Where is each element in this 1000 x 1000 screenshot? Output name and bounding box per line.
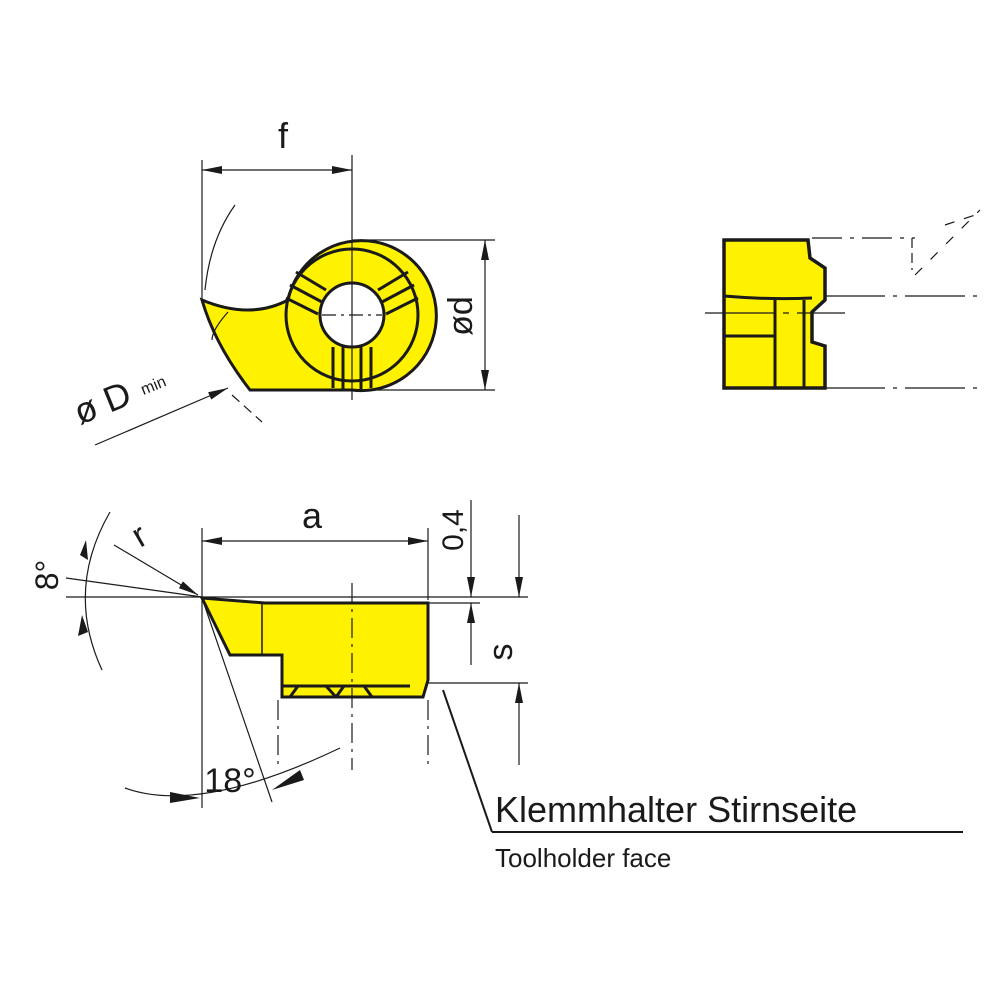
dim-s-label: s: [482, 644, 520, 661]
centerlines: [322, 155, 382, 400]
dim-f-label: f: [278, 115, 289, 156]
dim-D-sub-label: min: [139, 373, 169, 398]
angle-18-label: 18°: [204, 762, 255, 800]
dim-a-label: a: [302, 495, 323, 536]
dim-r-label: r: [125, 516, 154, 555]
insert-front-body: [199, 596, 430, 699]
callout-label-en: Toolholder face: [495, 843, 671, 873]
dim-d-label: ød: [442, 296, 480, 336]
insert-teeth: [282, 684, 410, 699]
side-view: [705, 209, 981, 390]
front-view: a 0,4 s r 8° 18°: [29, 495, 528, 808]
callout-label-de: Klemmhalter Stirnseite: [495, 789, 857, 830]
dim-D-label: ø D: [68, 373, 137, 433]
chip-grooves: [285, 270, 419, 390]
angle-8-label: 8°: [29, 560, 65, 591]
dim-offset-label: 0,4: [437, 509, 470, 551]
top-view: f ød ø D min: [68, 115, 495, 446]
side-view-centerlines: [705, 209, 981, 389]
toolholder-callout: Klemmhalter Stirnseite Toolholder face: [442, 689, 963, 873]
front-centerlines: [277, 583, 429, 770]
